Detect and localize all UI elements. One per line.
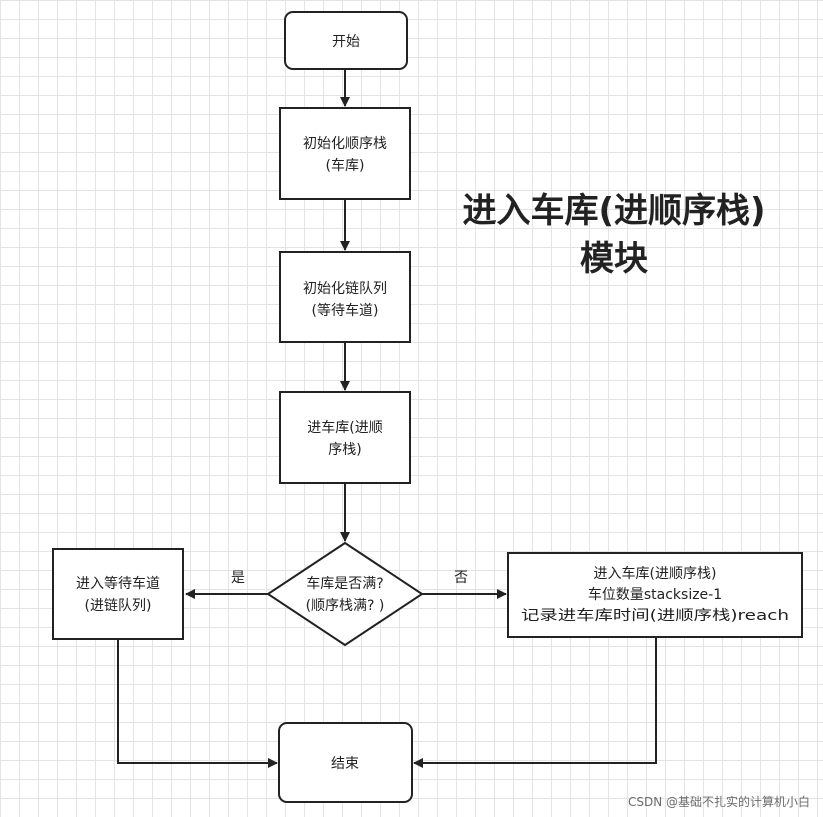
start-node-shape bbox=[284, 11, 408, 70]
init-stack-node-label-line1: 初始化顺序栈 bbox=[303, 135, 387, 152]
decision-node-shape bbox=[266, 541, 424, 647]
init-stack-node: 初始化顺序栈 (车库) bbox=[279, 107, 411, 200]
start-node-label: 开始 bbox=[332, 34, 360, 50]
start-node: 开始 bbox=[284, 11, 408, 70]
init-queue-node-label-line2: (等待车道) bbox=[312, 302, 379, 319]
edges bbox=[117, 69, 657, 768]
enter-queue-node-label-line1: 进入等待车道 bbox=[76, 575, 160, 592]
enter-stack-node-shape bbox=[279, 391, 411, 484]
decision-node-label-line1: 车库是否满? bbox=[306, 575, 383, 592]
enter-stack-detail-node-shape bbox=[507, 552, 803, 638]
init-stack-node-shape bbox=[279, 107, 411, 200]
enter-stack-detail-node: 进入车库(进顺序栈) 车位数量stacksize-1 记录进车库时间(进顺序栈)… bbox=[507, 552, 803, 638]
edge-label-yes: 是 bbox=[231, 570, 245, 586]
edge-enter-queue-to-end bbox=[117, 639, 278, 768]
init-queue-node-label-line1: 初始化链队列 bbox=[303, 280, 387, 297]
enter-stack-detail-node-label-line2: 车位数量stacksize-1 bbox=[588, 586, 722, 603]
decision-node-label-line2: (顺序栈满? ) bbox=[306, 598, 385, 614]
diagram-title-line1: 进入车库(进顺序栈) bbox=[462, 191, 765, 231]
init-queue-node: 初始化链队列 (等待车道) bbox=[279, 251, 411, 343]
end-node-label: 结束 bbox=[331, 756, 359, 772]
enter-queue-node-label-line2: (进链队列) bbox=[85, 598, 152, 614]
init-queue-node-shape bbox=[279, 251, 411, 343]
watermark: CSDN @基础不扎实的计算机小白 bbox=[628, 794, 810, 809]
enter-queue-node: 进入等待车道 (进链队列) bbox=[52, 548, 184, 640]
enter-stack-node: 进车库(进顺 序栈) bbox=[279, 391, 411, 484]
enter-queue-node-shape bbox=[52, 548, 184, 640]
enter-stack-detail-node-label-line1: 进入车库(进顺序栈) bbox=[594, 565, 717, 582]
init-stack-node-label-line2: (车库) bbox=[326, 157, 365, 174]
end-node: 结束 bbox=[278, 722, 413, 803]
diagram-title-line2: 模块 bbox=[580, 239, 648, 279]
enter-stack-node-label-line2: 序栈) bbox=[328, 442, 361, 458]
edge-enter-stack-detail-to-end bbox=[413, 637, 657, 768]
enter-stack-detail-node-label-line3: 记录进车库时间(进顺序栈)reach bbox=[521, 607, 789, 624]
end-node-shape bbox=[278, 722, 413, 803]
enter-stack-node-label-line1: 进车库(进顺 bbox=[307, 419, 382, 436]
decision-node: 车库是否满? (顺序栈满? ) bbox=[266, 541, 424, 647]
edge-label-no: 否 bbox=[454, 570, 468, 586]
